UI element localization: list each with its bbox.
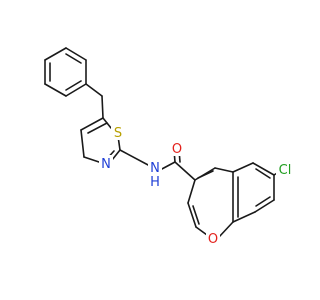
molecule-diagram: S N N H O O Cl <box>44 47 292 247</box>
oxepine-ring <box>187 167 234 238</box>
methylene-linker <box>85 83 104 119</box>
ring-oxygen-label: O <box>208 232 218 247</box>
structure-svg: S N N H O O Cl <box>44 47 292 247</box>
phenyl-ring <box>44 47 87 97</box>
sulfur-label: S <box>114 126 122 141</box>
carbonyl-oxygen-label: O <box>172 142 182 157</box>
amide-nitrogen-label: N <box>150 161 160 176</box>
thiazole-nitrogen-label: N <box>101 157 111 172</box>
amide-hydrogen-label: H <box>150 175 160 190</box>
chlorine-label: Cl <box>279 163 292 178</box>
benzene-ring <box>232 162 275 223</box>
